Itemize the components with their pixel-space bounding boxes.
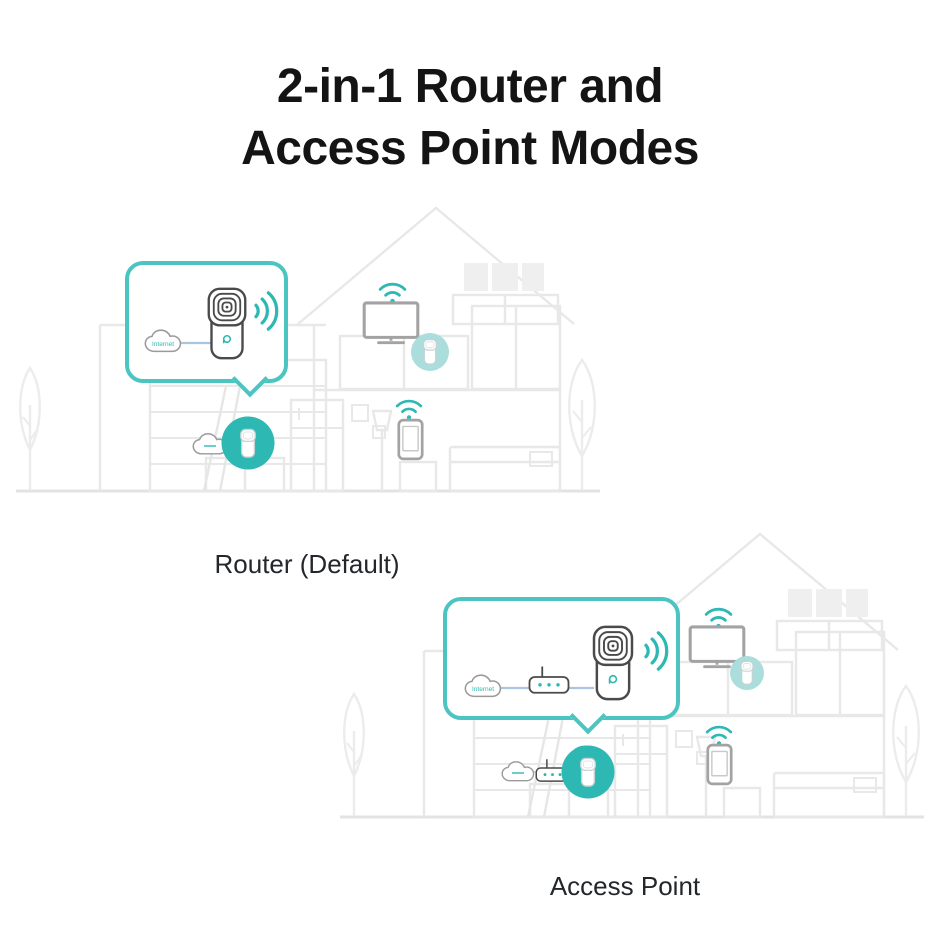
page-title: 2-in-1 Router and Access Point Modes (0, 56, 940, 180)
router-callout-diagram: Internet (144, 287, 279, 360)
internet-label: Internet (152, 341, 174, 348)
internet-cloud-small-icon (501, 761, 535, 782)
internet-cloud-icon: Internet (144, 329, 182, 353)
smartphone-icon (397, 418, 424, 461)
internet-label: Internet (472, 686, 494, 693)
highlighted-deco-access-point (561, 745, 615, 799)
smartphone-icon (706, 743, 733, 786)
scene-devices (192, 282, 449, 470)
scene-devices (501, 607, 764, 799)
internet-cloud-icon: Internet (464, 674, 502, 698)
wifi-signal-icon (644, 631, 669, 671)
wifi-icon (378, 282, 407, 304)
scene-router-mode (8, 200, 608, 500)
internet-cloud-small-icon (192, 433, 228, 455)
wifi-signal-icon (254, 291, 279, 331)
deco-satellite-unit (730, 656, 764, 690)
modem-icon (528, 665, 570, 694)
page-title-line2: Access Point Modes (241, 122, 699, 175)
access-point-label: Access Point (549, 871, 701, 901)
wifi-icon (705, 725, 733, 746)
access-point-callout-diagram: Internet (464, 625, 669, 701)
access-point-callout: Internet (443, 597, 680, 735)
router-mode-label: Router (Default) (214, 549, 400, 579)
page-title-line1: 2-in-1 Router and (276, 60, 664, 113)
wifi-icon (395, 399, 423, 420)
deco-mesh-router-icon (592, 625, 634, 701)
highlighted-deco-router (221, 416, 275, 470)
deco-mesh-router-icon (207, 287, 247, 360)
deco-satellite-unit (411, 333, 449, 371)
tv-icon (362, 301, 420, 345)
scene-access-point-mode (332, 526, 932, 826)
router-mode-callout: Internet (125, 261, 288, 398)
